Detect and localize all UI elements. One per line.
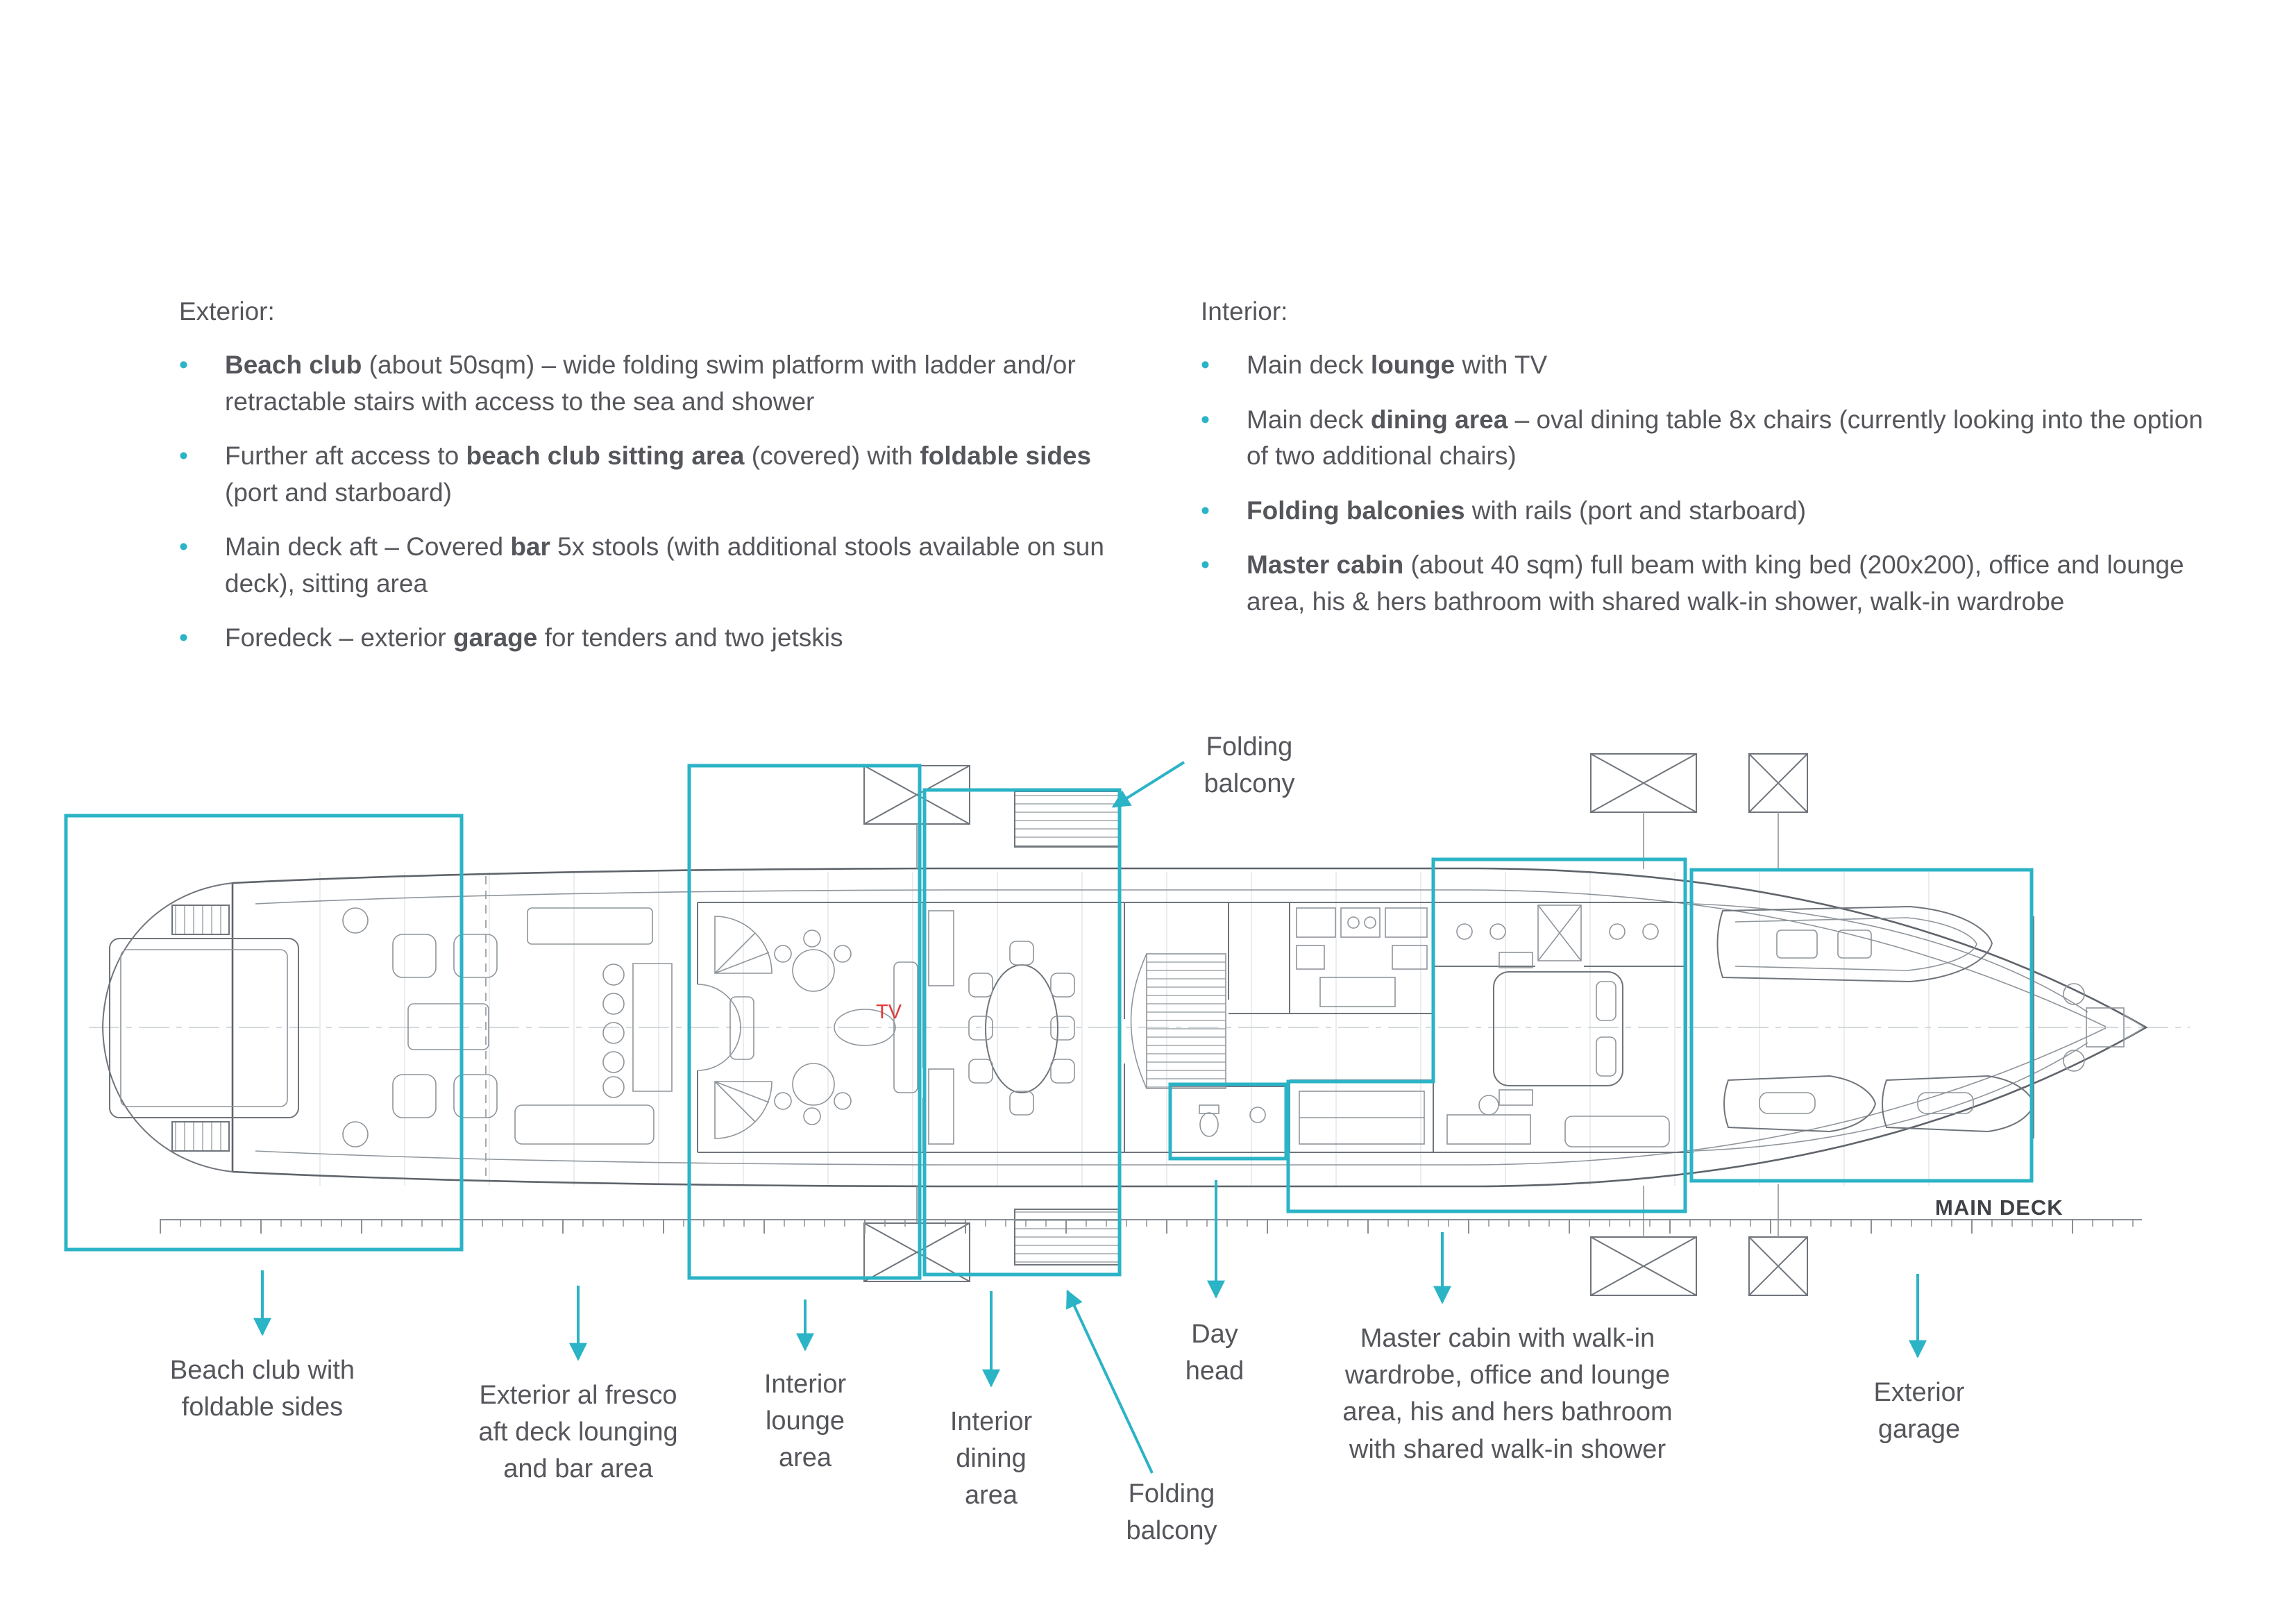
exterior-list: • Beach club (about 50sqm) – wide folding… bbox=[179, 347, 1109, 657]
bullet-dot-icon: • bbox=[179, 623, 188, 653]
bullet-dot-icon: • bbox=[1201, 496, 1210, 525]
main-stairs bbox=[1130, 953, 1226, 1089]
dining-furniture bbox=[928, 910, 1075, 1145]
callout-interior-dining: Interior dining area bbox=[949, 1407, 1033, 1511]
callout-exterior-garage: Exterior garage bbox=[1873, 1378, 1965, 1445]
callout-folding-balcony-bottom: Folding balcony bbox=[1126, 1479, 1217, 1546]
callout-arrows bbox=[253, 761, 1927, 1474]
bullet-item: • Further aft access to beach club sittin… bbox=[179, 438, 1109, 511]
bullet-dot-icon: • bbox=[179, 442, 188, 471]
day-head-fixtures bbox=[1199, 1104, 1266, 1137]
galley-fixtures bbox=[1296, 907, 1428, 1007]
master-cabin-highlight bbox=[1286, 857, 1687, 1213]
bullet-dot-icon: • bbox=[179, 351, 188, 379]
callout-beach-club: Beach club with foldable sides bbox=[169, 1356, 355, 1422]
garage-tenders bbox=[1716, 905, 2035, 1133]
station-grid bbox=[278, 872, 1992, 1186]
wardrobe-fixtures bbox=[1299, 1091, 1425, 1145]
bullet-dot-icon: • bbox=[179, 532, 188, 562]
folding-balcony-bottom-arrow bbox=[1066, 1289, 1154, 1474]
bullet-dot-icon: • bbox=[1201, 351, 1210, 379]
scale-ruler bbox=[160, 1219, 2142, 1234]
aft-stairs bbox=[714, 916, 773, 1139]
exterior-heading: Exterior: bbox=[179, 297, 275, 326]
bullet-item: • Folding balconies with rails (port and … bbox=[1201, 493, 2211, 530]
bullet-text: Folding balconies with rails (port and s… bbox=[1247, 496, 1807, 525]
bullet-text: Foredeck – exterior garage for tenders a… bbox=[225, 623, 843, 653]
bullet-text: Main deck aft – Covered bar 5x stools (w… bbox=[225, 532, 1104, 598]
day-head-highlight bbox=[1168, 1082, 1288, 1161]
bullet-item: • Master cabin (about 40 sqm) full beam w… bbox=[1201, 547, 2211, 620]
bullet-text: Further aft access to beach club sitting… bbox=[225, 442, 1092, 507]
master-cabin-furniture bbox=[1446, 905, 1670, 1147]
lounge-highlight bbox=[687, 764, 922, 1280]
callout-master-cabin: Master cabin with walk-in wardrobe, offi… bbox=[1342, 1324, 1673, 1464]
interior-heading: Interior: bbox=[1201, 297, 1288, 326]
bullet-item: • Main deck aft – Covered bar 5x stools (… bbox=[179, 529, 1109, 602]
bullet-text: Beach club (about 50sqm) – wide folding … bbox=[225, 351, 1076, 416]
callout-al-fresco: Exterior al fresco aft deck lounging and… bbox=[478, 1381, 678, 1484]
callout-interior-lounge: Interior lounge area bbox=[763, 1370, 847, 1473]
bullet-item: • Beach club (about 50sqm) – wide folding… bbox=[179, 347, 1109, 420]
garage-highlight bbox=[1689, 868, 2034, 1183]
callout-folding-balcony-top: Folding balcony bbox=[1204, 732, 1295, 799]
interior-column: Interior: • Main deck lounge with TV • Main… bbox=[1201, 297, 2211, 638]
bullet-text: Main deck lounge with TV bbox=[1247, 351, 1548, 379]
aft-deck-furniture bbox=[342, 907, 673, 1147]
folding-balcony-top-arrow bbox=[1111, 761, 1185, 808]
balcony-hatches bbox=[863, 753, 1808, 1296]
exterior-column: Exterior: • Beach club (about 50sqm) – wi… bbox=[179, 297, 1109, 675]
bullet-item: • Main deck lounge with TV bbox=[1201, 347, 2211, 384]
lounge-furniture bbox=[729, 930, 918, 1125]
highlight-boxes bbox=[64, 764, 2034, 1280]
tv-label: TV bbox=[876, 1001, 902, 1023]
dining-highlight bbox=[922, 788, 1122, 1277]
main-deck-label: MAIN DECK bbox=[1935, 1195, 2063, 1220]
hull-outline bbox=[101, 867, 2148, 1188]
bullet-text: Main deck dining area – oval dining tabl… bbox=[1247, 405, 2203, 471]
beach-club-platform bbox=[109, 905, 299, 1152]
bullet-item: • Main deck dining area – oval dining tab… bbox=[1201, 402, 2211, 475]
beach-club-highlight bbox=[64, 814, 464, 1252]
callout-day-head: Day head bbox=[1185, 1320, 1244, 1386]
bullet-dot-icon: • bbox=[1201, 405, 1210, 434]
bow-gear bbox=[2063, 983, 2144, 1072]
interior-list: • Main deck lounge with TV • Main deck dini… bbox=[1201, 347, 2211, 620]
bullet-text: Master cabin (about 40 sqm) full beam wi… bbox=[1247, 550, 2184, 616]
bullet-dot-icon: • bbox=[1201, 550, 1210, 580]
bullet-item: • Foredeck – exterior garage for tenders … bbox=[179, 620, 1109, 657]
